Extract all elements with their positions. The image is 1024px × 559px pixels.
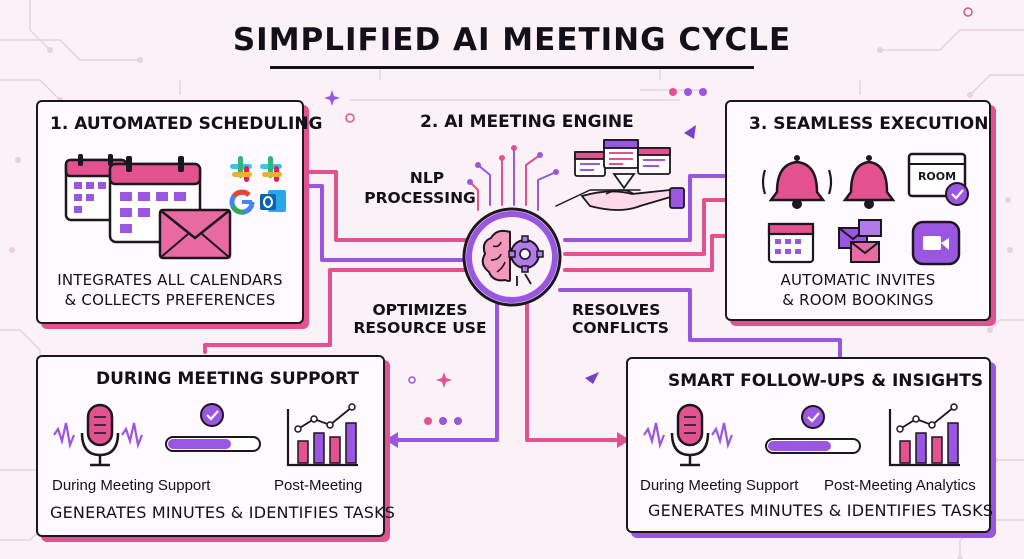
resolves-label-2: CONFLICTS — [572, 319, 669, 337]
room-icon: ROOM — [907, 152, 969, 206]
scheduling-caption-2: & COLLECTS PREFERENCES — [64, 291, 276, 309]
followups-card: SMART FOLLOW-UPS & INSIGHTS — [626, 357, 994, 533]
bar-chart-icon — [888, 403, 960, 467]
slack-icon — [260, 156, 282, 182]
slack-icon — [230, 156, 252, 182]
video-icon — [911, 220, 961, 266]
bar-chart-icon — [286, 403, 358, 467]
during-heading: DURING MEETING SUPPORT — [96, 369, 359, 389]
brain-gear-icon — [481, 229, 544, 286]
envelope-icon — [158, 208, 232, 260]
during-label-left: During Meeting Support — [52, 477, 211, 494]
followups-label-left: During Meeting Support — [640, 477, 799, 494]
scheduling-icons — [64, 154, 286, 260]
scheduling-caption-1: INTEGRATES ALL CALENDARS — [57, 271, 283, 289]
resolves-label-1: RESOLVES — [572, 301, 661, 319]
during-meeting-card: DURING MEETING SUPPORT — [36, 355, 395, 537]
during-progress-fill — [168, 439, 231, 449]
room-label: ROOM — [918, 170, 956, 183]
scheduling-card: 1. AUTOMATED SCHEDULING — [36, 100, 323, 324]
bell-icon — [842, 155, 896, 209]
scheduling-heading: 1. AUTOMATED SCHEDULING — [50, 114, 323, 134]
calendar-icon — [767, 222, 815, 264]
execution-caption-1: AUTOMATIC INVITES — [780, 271, 936, 289]
followups-icons — [643, 403, 960, 467]
progress-check-icon — [165, 403, 261, 452]
progress-check-icon — [765, 405, 861, 454]
engine-docs-icon — [574, 139, 685, 211]
followups-heading: SMART FOLLOW-UPS & INSIGHTS — [668, 371, 984, 391]
followups-progress-fill — [768, 441, 831, 451]
nlp-label-1: NLP — [409, 169, 445, 187]
execution-heading: 3. SEAMLESS EXECUTION — [749, 114, 989, 134]
calendar-icon — [574, 139, 671, 190]
during-icons — [53, 403, 358, 467]
optimizes-label-2: RESOURCE USE — [353, 319, 487, 337]
optimizes-label-1: OPTIMIZES — [372, 301, 468, 319]
execution-card: 3. SEAMLESS EXECUTION ROOM — [725, 100, 991, 321]
during-label-right: Post-Meeting — [274, 477, 363, 494]
during-caption: GENERATES MINUTES & IDENTIFIES TASKS — [50, 503, 396, 522]
followups-label-right: Post-Meeting Analytics — [824, 477, 976, 494]
bell-icon — [761, 155, 833, 209]
envelope-icon — [838, 219, 882, 263]
hand-icon — [580, 187, 685, 211]
nlp-label-2: PROCESSING — [364, 189, 476, 207]
google-icon — [229, 189, 255, 215]
diagram-title: SIMPLIFIED AI MEETING CYCLE — [232, 22, 792, 58]
ai-hub — [462, 207, 562, 307]
engine-heading: 2. AI MEETING ENGINE — [420, 112, 634, 132]
microphone-icon — [643, 403, 734, 467]
title-underline — [270, 66, 754, 69]
followups-caption: GENERATES MINUTES & IDENTIFIES TASKS — [648, 501, 994, 520]
microphone-icon — [53, 403, 144, 467]
execution-caption-2: & ROOM BOOKINGS — [782, 291, 934, 309]
outlook-icon — [260, 190, 286, 212]
execution-icons: ROOM — [761, 152, 969, 266]
